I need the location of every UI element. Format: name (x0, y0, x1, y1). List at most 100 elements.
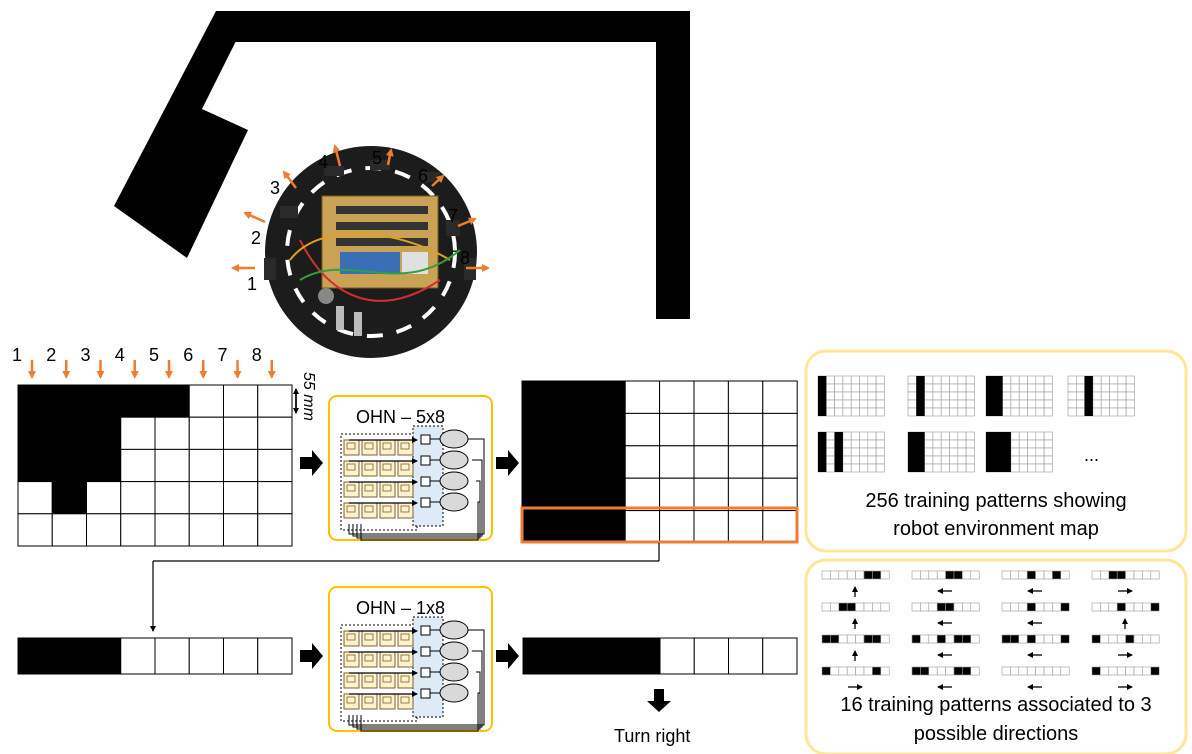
mini-map-cell (1003, 400, 1011, 408)
mini-map-cell (1036, 456, 1044, 464)
mini-map-cell (1011, 408, 1019, 416)
sensor-number: 4 (115, 345, 125, 365)
mini-map-cell (1036, 392, 1044, 400)
sensor-number: 6 (183, 345, 193, 365)
mini-map-cell (1019, 384, 1027, 392)
mini-map-cell (1011, 448, 1019, 456)
direction-cell (1002, 635, 1010, 643)
grid-cell-empty (625, 413, 659, 445)
oscillator-cell (362, 440, 377, 455)
grid-cell-filled (121, 385, 155, 417)
mini-map-cell (925, 440, 933, 448)
direction-cell (839, 571, 847, 579)
mini-map-cell (826, 408, 834, 416)
mini-map-cell (876, 456, 884, 464)
direction-cell (929, 635, 937, 643)
mini-map-cell (868, 456, 876, 464)
sensor-number: 3 (81, 345, 91, 365)
direction-cell (1126, 635, 1134, 643)
direction-cell (962, 635, 970, 643)
training-panel-directions: 16 training patterns associated to 3 pos… (806, 560, 1186, 754)
mini-map-cell (1011, 432, 1019, 440)
grid-cell-filled (52, 482, 86, 514)
direction-cell (847, 635, 855, 643)
grid-cell-empty (660, 446, 694, 478)
grid-cell-empty (121, 482, 155, 514)
grid-cell-filled (523, 638, 557, 674)
mini-map-wall (818, 432, 826, 472)
mini-map-cell (1118, 376, 1126, 384)
direction-cell (1061, 571, 1069, 579)
direction-cell (929, 667, 937, 675)
mini-map-cell (933, 464, 941, 472)
mini-map-cell (966, 456, 974, 464)
mini-map-cell (876, 464, 884, 472)
direction-cell (962, 603, 970, 611)
grid-cell-filled (52, 385, 86, 417)
mini-map-cell (966, 384, 974, 392)
grid-cell-empty (155, 514, 189, 546)
mini-map-cell (925, 392, 933, 400)
direction-cell (847, 603, 855, 611)
grid-cell-filled (591, 381, 625, 413)
direction-cell (912, 667, 920, 675)
sensor-number: 7 (218, 345, 228, 365)
mini-map-wall (908, 432, 925, 472)
grid-cell-empty (258, 638, 292, 674)
input-grid-5x8 (18, 385, 292, 546)
arrow-down-icon (647, 689, 671, 712)
grid-cell-empty (625, 511, 659, 543)
oscillator-cell (344, 652, 359, 667)
grid-cell-empty (728, 413, 762, 445)
mini-map-cell (1036, 440, 1044, 448)
dimension-indicator: 55 mm (296, 372, 317, 421)
oscillator-cell (362, 673, 377, 688)
mini-map-cell (826, 440, 834, 448)
oscillator-cell (380, 631, 395, 646)
mini-map-cell (1019, 400, 1027, 408)
mini-map-cell (1044, 448, 1052, 456)
direction-cell (864, 571, 872, 579)
grid-cell-empty (258, 385, 292, 417)
mini-map-cell (908, 392, 916, 400)
mini-map-cell (966, 464, 974, 472)
grid-cell-filled (18, 417, 52, 449)
grid-cell-empty (694, 446, 728, 478)
mini-map-cell (826, 376, 834, 384)
mini-map-cell (925, 448, 933, 456)
mini-map-cell (925, 464, 933, 472)
grid-cell-empty (224, 449, 258, 481)
mini-map-cell (1036, 448, 1044, 456)
mini-map-cell (958, 432, 966, 440)
mini-map-cell (1036, 432, 1044, 440)
mini-map-cell (958, 384, 966, 392)
mini-map-cell (868, 384, 876, 392)
grid-cell-filled (591, 413, 625, 445)
robot-sensor-number: 8 (460, 248, 470, 268)
dimension-label: 55 mm (300, 372, 317, 421)
grid-cell-filled (591, 511, 625, 543)
mini-map-cell (1118, 400, 1126, 408)
direction-cell (830, 571, 838, 579)
mini-map-cell (851, 448, 859, 456)
mini-map-cell (1044, 392, 1052, 400)
oscillator-cell (344, 694, 359, 709)
grid-cell-empty (155, 417, 189, 449)
grid-cell-filled (522, 446, 556, 478)
direction-cell (1117, 667, 1125, 675)
direction-cell (920, 667, 928, 675)
mini-map-cell (1101, 384, 1109, 392)
mini-map-cell (843, 384, 851, 392)
mini-map-cell (925, 384, 933, 392)
grid-cell-filled (557, 638, 591, 674)
direction-cell (1151, 667, 1159, 675)
direction-cell (1019, 603, 1027, 611)
mini-map-cell (1126, 376, 1134, 384)
grid-cell-filled (87, 449, 121, 481)
direction-cell (954, 635, 962, 643)
mini-map-cell (1011, 400, 1019, 408)
direction-cell (1052, 667, 1060, 675)
mini-map-cell (851, 400, 859, 408)
grid-cell-empty (763, 511, 797, 543)
grid-cell-empty (18, 482, 52, 514)
